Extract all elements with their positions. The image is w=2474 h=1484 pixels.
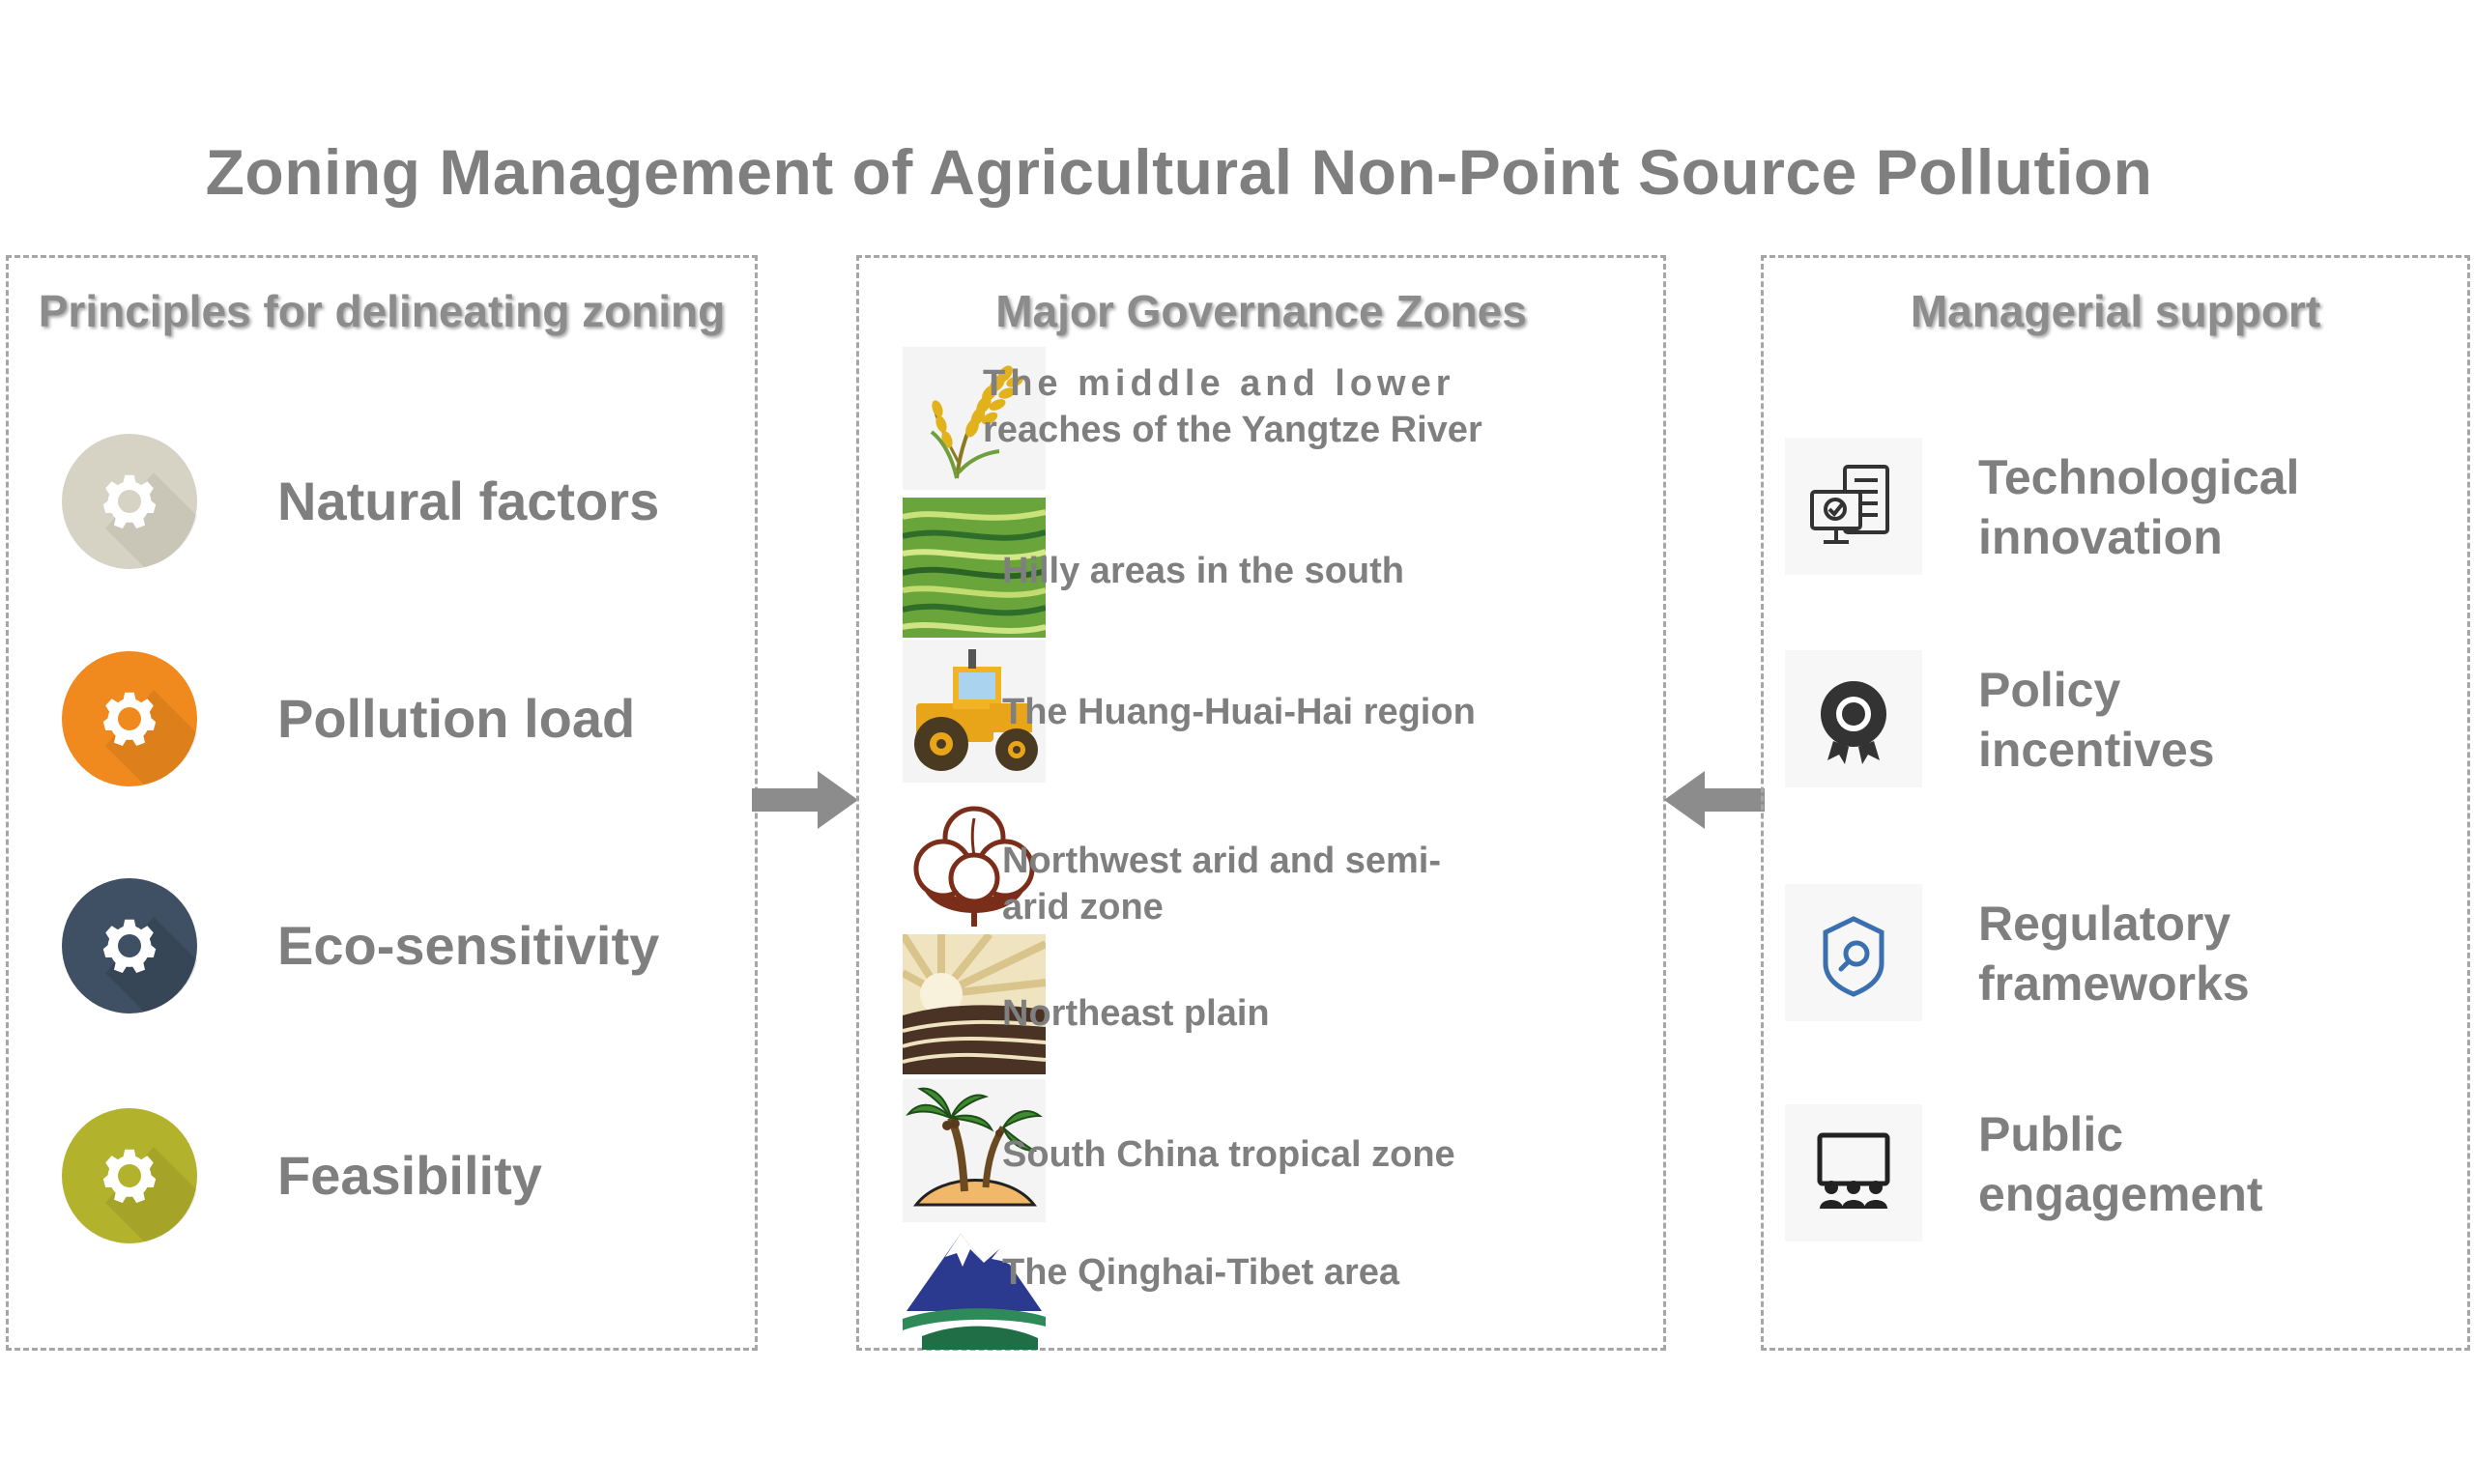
support-label: incentives	[1978, 723, 2215, 777]
icon-tile	[1785, 884, 1922, 1021]
support-label: Technological	[1978, 450, 2300, 504]
page-title: Zoning Management of Agricultural Non-Po…	[205, 136, 2153, 208]
support-policy-incentives: Policy incentives	[1785, 650, 2461, 795]
zone-label: reaches of the Yangtze River	[983, 410, 1482, 450]
zone-label: Northeast plain	[1002, 993, 1270, 1034]
arrow-left-icon	[1664, 771, 1765, 829]
principle-feasibility: Feasibility	[62, 1108, 738, 1243]
zone-label: The middle and lower	[983, 363, 1455, 404]
principle-pollution-load: Pollution load	[62, 651, 738, 786]
zone-label: South China tropical zone	[1002, 1134, 1455, 1175]
principles-heading: Principles for delineating zoning	[38, 286, 726, 336]
support-heading: Managerial support	[1910, 286, 2321, 336]
principle-label: Pollution load	[277, 688, 636, 749]
cotton-icon	[913, 806, 1035, 927]
gear-icon	[62, 878, 197, 1013]
support-label: Policy	[1978, 663, 2121, 717]
icon-tile	[1785, 438, 1922, 575]
principle-label: Feasibility	[277, 1145, 542, 1206]
support-label: innovation	[1978, 510, 2223, 564]
arrow-right-icon	[752, 771, 858, 829]
gear-icon	[62, 434, 197, 569]
zones-heading: Major Governance Zones	[995, 286, 1527, 336]
gear-icon	[62, 1108, 197, 1243]
icon-tile	[1785, 1104, 1922, 1241]
support-panel: Managerial support Technological innovat…	[1761, 255, 2470, 1351]
support-technological-innovation: Technological innovation	[1785, 438, 2461, 583]
principle-label: Eco-sensitivity	[277, 915, 660, 976]
principles-panel: Principles for delineating zoning Natura…	[6, 255, 758, 1351]
computer-checklist-icon	[1810, 465, 1889, 544]
zone-label: arid zone	[1002, 887, 1164, 928]
sunrise-fields-icon	[903, 934, 1046, 1074]
award-badge-icon	[1821, 681, 1886, 764]
icon-tile	[1785, 650, 1922, 787]
support-public-engagement: Public engagement	[1785, 1104, 2461, 1249]
audience-screen-icon	[1817, 1132, 1890, 1209]
support-regulatory-frameworks: Regulatory frameworks	[1785, 884, 2461, 1029]
gear-icon	[62, 651, 197, 786]
terraced-hills-icon	[903, 498, 1046, 638]
zones-panel: Major Governance Zones The middle and lo…	[856, 255, 1666, 1351]
support-label: engagement	[1978, 1167, 2263, 1221]
support-label: Public	[1978, 1107, 2124, 1161]
tractor-icon	[903, 640, 1046, 783]
zone-label: The Qinghai-Tibet area	[1002, 1252, 1400, 1293]
zone-label: The Huang-Huai-Hai region	[1002, 692, 1476, 732]
mountain-icon	[903, 1234, 1046, 1350]
shield-search-icon	[1823, 916, 1884, 997]
zone-label: Hilly areas in the south	[1002, 551, 1404, 591]
principle-natural-factors: Natural factors	[62, 434, 738, 569]
rice-icon	[903, 347, 1046, 490]
palm-island-icon	[903, 1079, 1046, 1222]
principle-label: Natural factors	[277, 471, 660, 531]
support-label: frameworks	[1978, 956, 2250, 1011]
zone-label: Northwest arid and semi-	[1002, 841, 1441, 881]
principle-eco-sensitivity: Eco-sensitivity	[62, 878, 738, 1013]
support-label: Regulatory	[1978, 897, 2231, 951]
